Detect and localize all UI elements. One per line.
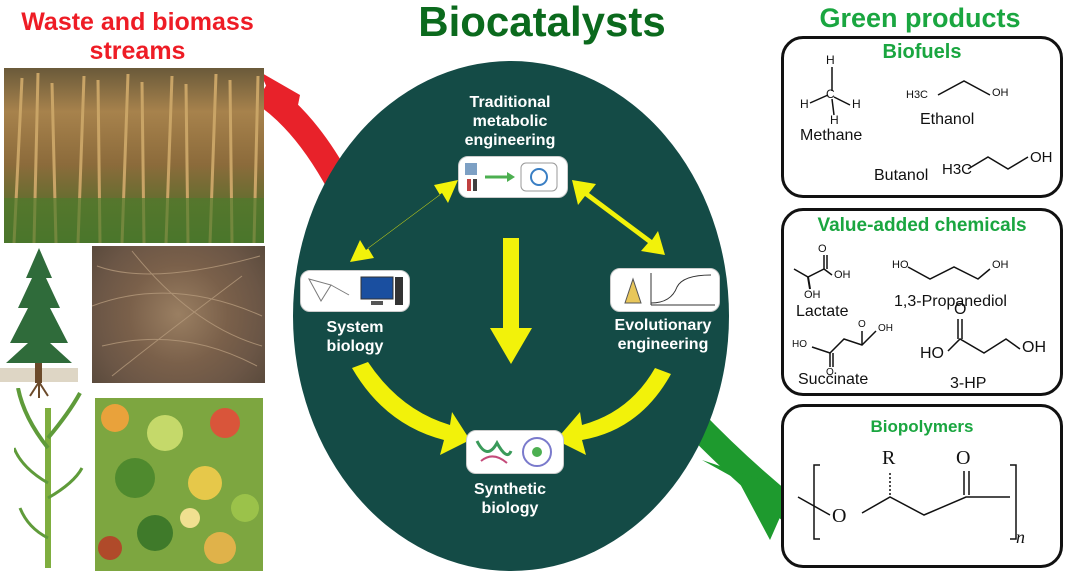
propanediol-oh: OH [992, 259, 1009, 271]
lactate-oh2: OH [804, 289, 821, 301]
succinate-oh: OH [878, 323, 893, 334]
arrow-bottom-right [556, 368, 671, 455]
succinate-ho: HO [792, 339, 807, 350]
metabolic-card [458, 156, 568, 198]
arrow-bottom-left [352, 362, 470, 455]
metabolic-map-icon [465, 163, 477, 175]
biomass-fiber-photo [92, 246, 265, 383]
lactate-o: O [818, 243, 827, 255]
red-arrowhead [260, 72, 300, 135]
evolutionary-card [610, 268, 720, 312]
propanediol-ho: HO [892, 259, 909, 271]
biofuel-structures [809, 67, 1029, 170]
biocatalysts-title: Biocatalysts [418, 0, 666, 45]
methane-label: Methane [800, 127, 863, 144]
succinate-label: Succinate [798, 371, 869, 388]
methane-h-bottom: H [830, 113, 839, 127]
methane-h-top: H [826, 53, 835, 67]
lactate-oh: OH [834, 269, 851, 281]
cycle-arrows [350, 180, 671, 455]
green-arrowhead [702, 460, 792, 540]
sugarcane-icon [14, 388, 84, 568]
arrow-center-down [490, 238, 532, 364]
arrow-top-right [572, 180, 665, 255]
methane-h-left: H [800, 97, 809, 111]
biofuels-heading: Biofuels [882, 41, 962, 63]
propanediol-label: 1,3-Propanediol [894, 293, 1007, 310]
biopolymer-n: n [1016, 527, 1025, 547]
hp-oh: OH [1022, 339, 1046, 356]
system-biology-label: System biology [326, 319, 384, 355]
computer-icon [360, 276, 394, 300]
butanol-h3c: H3C [942, 161, 973, 178]
growth-curve-icon [624, 273, 715, 306]
chemicals-box: Value-added chemicals O OH OH Lactate HO… [781, 208, 1063, 396]
system-biology-card [300, 270, 410, 312]
ethanol-label: Ethanol [920, 111, 975, 128]
methane-h-right: H [852, 97, 861, 111]
biopolymers-heading: Biopolymers [870, 417, 974, 436]
lactate-label: Lactate [796, 303, 849, 320]
corn-field-photo [4, 68, 264, 243]
succinate-o-bottom: O [826, 367, 834, 378]
evolutionary-engineering-label: Evolutionary engineering [614, 317, 712, 353]
arrow-top-left [350, 180, 458, 262]
hp-ho: HO [920, 345, 944, 362]
chemicals-heading: Value-added chemicals [817, 215, 1027, 236]
food-waste-photo [95, 398, 263, 571]
methane-c: C [826, 87, 835, 101]
synthetic-biology-label: Synthetic biology [473, 481, 546, 517]
biopolymers-box: Biopolymers R O O n [781, 404, 1063, 568]
chemical-structures [793, 255, 1021, 367]
ethanol-h3c: H3C [906, 89, 929, 101]
ethanol-oh: OH [992, 87, 1009, 99]
biofuels-box: Biofuels H C H H H Methane H3C OH Ethano… [781, 36, 1063, 198]
pine-tree-icon [0, 248, 78, 398]
biopolymer-o-ester: O [832, 505, 847, 527]
traditional-metabolic-label: Traditional metabolic engineering [464, 94, 556, 149]
synthetic-biology-card [466, 430, 564, 474]
succinate-o-top: O [858, 319, 866, 330]
biopolymer-o-carbonyl: O [956, 447, 971, 469]
butanol-label: Butanol [874, 167, 929, 184]
green-products-title: Green products [819, 3, 1021, 33]
biopolymer-r: R [882, 447, 896, 469]
biopolymer-structure [797, 464, 1017, 540]
protein-structure-icon [475, 437, 552, 467]
hp-label: 3-HP [950, 375, 987, 392]
butanol-oh: OH [1030, 149, 1053, 166]
waste-biomass-title: Waste and biomass streams [21, 8, 254, 65]
hp-o: O [954, 301, 967, 318]
